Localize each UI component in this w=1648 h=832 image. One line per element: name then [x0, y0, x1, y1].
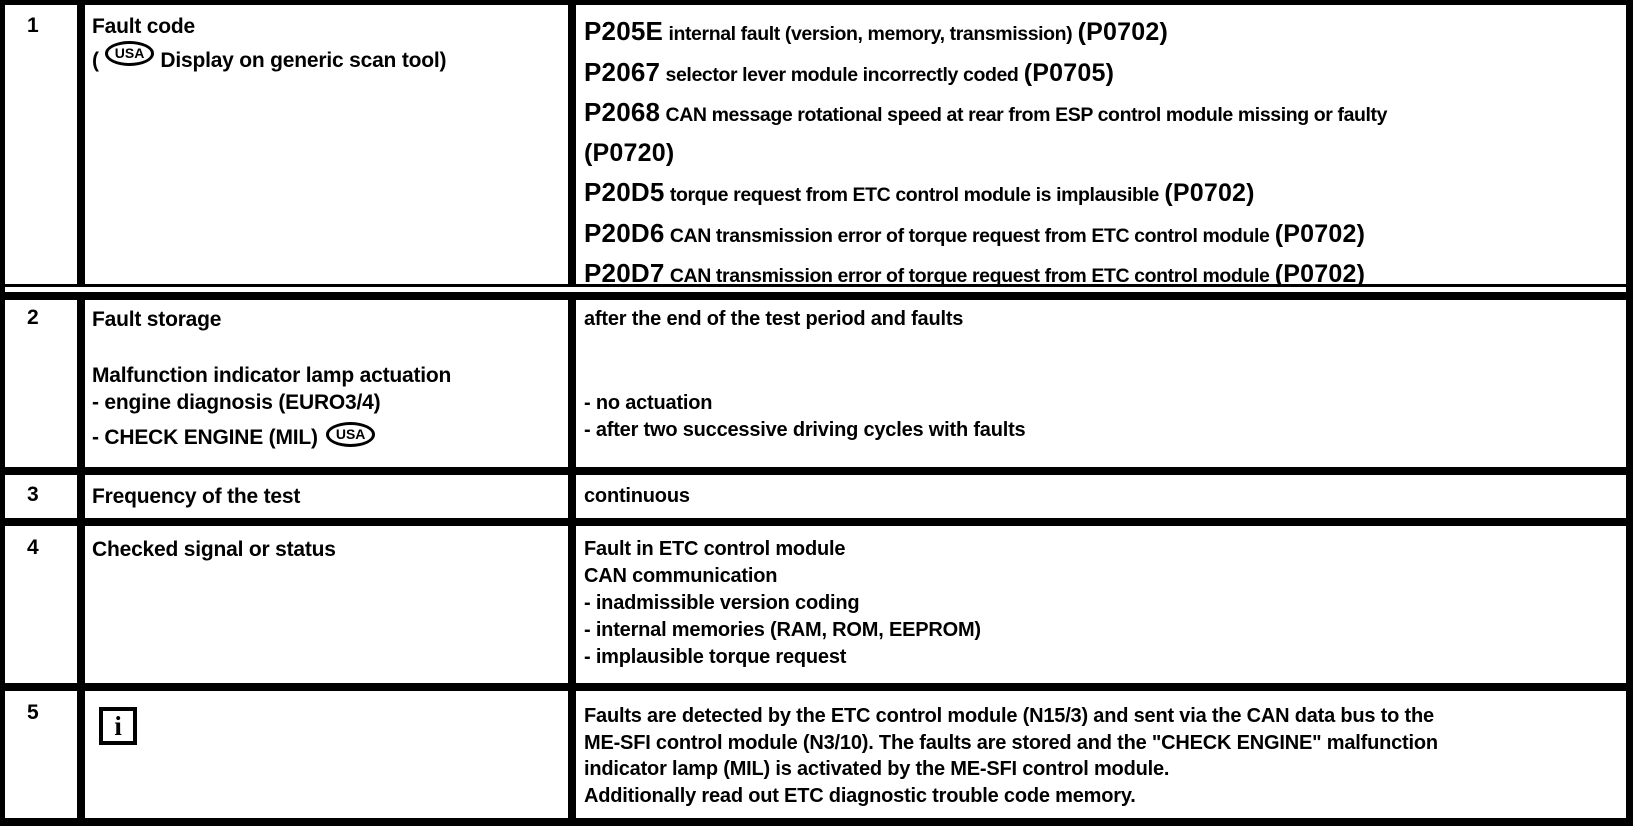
fault-code-value: P2067	[584, 56, 661, 87]
driving-cycles-text: - after two successive driving cycles wi…	[584, 419, 1026, 441]
fault-code-subtitle-text: Display on generic scan tool)	[160, 49, 447, 72]
checked-signal-line: - implausible torque request	[584, 646, 847, 668]
usa-badge-icon: USA	[325, 422, 376, 447]
info-icon: i	[99, 707, 137, 745]
fault-entry: P20D7 CAN transmission error of torque r…	[584, 255, 1620, 284]
fault-entry: P2067 selector lever module incorrectly …	[584, 54, 1620, 95]
fault-code-value: P20D7	[584, 258, 665, 284]
generic-code-value: (P0702)	[1164, 179, 1255, 207]
fault-storage-title: Fault storage	[92, 308, 222, 331]
fault-code-title: Fault code	[92, 15, 196, 38]
generic-code-value: (P0702)	[1274, 260, 1366, 284]
fault-code-value: P205E	[584, 16, 664, 46]
no-actuation-text: - no actuation	[584, 392, 713, 414]
usa-badge-icon: USA	[104, 41, 155, 66]
fault-entry: P2068 CAN message rotational speed at re…	[584, 94, 1620, 135]
generic-code-value: (P0702)	[1077, 18, 1168, 46]
storage-condition-text: after the end of the test period and fau…	[584, 308, 964, 330]
generic-code-value: (P0702)	[1274, 219, 1366, 248]
table-row-test-frequency: 3 Frequency of the test continuous	[5, 475, 1626, 526]
row-number: 1	[5, 5, 85, 284]
table-row-checked-signal: 4 Checked signal or status Fault in ETC …	[5, 526, 1626, 691]
fault-entry: P20D6 CAN transmission error of torque r…	[584, 215, 1620, 256]
fault-code-value: P2068	[584, 97, 661, 127]
row-number: 3	[5, 475, 85, 518]
fault-entry: P20D5 torque request from ETC control mo…	[584, 174, 1620, 215]
checked-signal-content-cell: Fault in ETC control module CAN communic…	[576, 526, 1626, 683]
checked-signal-line: CAN communication	[584, 565, 778, 587]
generic-code-value: (P0705)	[1023, 58, 1115, 87]
fault-code-value: P20D6	[584, 217, 665, 248]
fault-description: torque request from ETC control module i…	[669, 184, 1160, 206]
fault-description: CAN transmission error of torque request…	[669, 265, 1270, 284]
checked-signal-line: - internal memories (RAM, ROM, EEPROM)	[584, 619, 981, 641]
checked-signal-line: Fault in ETC control module	[584, 538, 846, 560]
fault-description: internal fault (version, memory, transmi…	[668, 23, 1073, 45]
fault-storage-content-cell: after the end of the test period and fau…	[576, 300, 1626, 467]
paren-open: (	[92, 49, 99, 72]
check-engine-item: - CHECK ENGINE (MIL) USA	[92, 422, 560, 452]
row-divider-double-line	[5, 284, 1626, 300]
mil-actuation-title: Malfunction indicator lamp actuation	[92, 364, 452, 387]
row-number: 5	[5, 691, 85, 818]
table-row-info-note: 5 i Faults are detected by the ETC contr…	[5, 691, 1626, 818]
fault-code-list-cell: P205E internal fault (version, memory, t…	[576, 5, 1626, 284]
fault-description: CAN transmission error of torque request…	[669, 224, 1270, 247]
row-number: 2	[5, 300, 85, 467]
engine-diagnosis-item: - engine diagnosis (EURO3/4)	[92, 391, 381, 414]
info-label-cell: i	[85, 691, 576, 818]
frequency-label: Frequency of the test	[85, 475, 576, 518]
check-engine-text: - CHECK ENGINE (MIL)	[92, 426, 318, 449]
fault-entry: P205E internal fault (version, memory, t…	[584, 13, 1620, 54]
fault-code-value: P20D5	[584, 177, 665, 207]
info-note-line: indicator lamp (MIL) is activated by the…	[584, 758, 1170, 780]
table-row-fault-storage: 2 Fault storage Malfunction indicator la…	[5, 300, 1626, 475]
frequency-value: continuous	[584, 485, 690, 507]
fault-description: CAN message rotational speed at rear fro…	[665, 104, 1388, 126]
fault-entry-wrapped-generic: (P0720)	[584, 135, 1620, 175]
fault-storage-label-cell: Fault storage Malfunction indicator lamp…	[85, 300, 576, 467]
generic-code-value: (P0720)	[584, 138, 675, 167]
checked-signal-line: - inadmissible version coding	[584, 592, 860, 614]
checked-signal-label: Checked signal or status	[85, 526, 576, 683]
fault-description: selector lever module incorrectly coded	[665, 63, 1019, 86]
info-note-content-cell: Faults are detected by the ETC control m…	[576, 691, 1626, 818]
info-note-line: Faults are detected by the ETC control m…	[584, 705, 1434, 727]
info-note-line: Additionally read out ETC diagnostic tro…	[584, 784, 1136, 807]
row-number: 4	[5, 526, 85, 683]
info-note-line: ME-SFI control module (N3/10). The fault…	[584, 731, 1438, 754]
